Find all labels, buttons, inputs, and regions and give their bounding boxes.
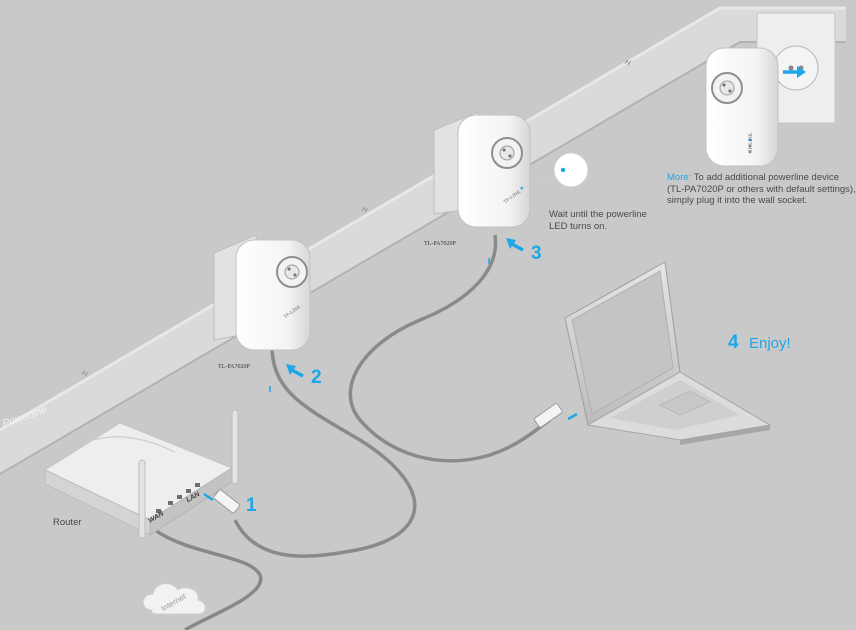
more-line2: (TL-PA7020P or others with default setti… (667, 183, 856, 195)
cloud-icon (142, 583, 206, 615)
adapter-3-brand-logo: TP-LINK (749, 132, 755, 153)
laptop-device (564, 261, 772, 445)
step-3-number: 3 (531, 243, 542, 264)
router-device (43, 409, 239, 539)
more-line1: To add additional powerline device (693, 172, 840, 183)
laptop-cable-plug (533, 403, 563, 428)
bolt-icon (81, 370, 89, 377)
step-1-number: 1 (246, 495, 257, 516)
cable-router-to-adapter1 (233, 339, 417, 558)
adapter-3-with-socket (705, 12, 836, 167)
cable-adapter2-to-laptop (348, 234, 551, 463)
adapter-1 (213, 234, 311, 351)
step-4-number: 4 (728, 332, 739, 353)
step-4-enjoy-text: Enjoy! (749, 335, 791, 352)
step-3-note-line1: Wait until the powerline (549, 209, 647, 220)
adapter-2-model-label: TL-PA7020P (424, 241, 456, 247)
bolt-icon (361, 206, 369, 213)
router-label: Router (53, 517, 82, 528)
more-note: More: To add additional powerline device… (667, 172, 856, 207)
adapter-1-model-label: TL-PA7020P (218, 364, 250, 370)
step-3-note-line2: LED turns on. (549, 220, 608, 232)
step-3-note: Wait until the powerline LED turns on. (549, 209, 647, 232)
bolt-icon (624, 59, 632, 66)
arrow-icon (203, 66, 806, 502)
more-line3: simply plug it into the wall socket. (667, 195, 808, 206)
step-2-number: 2 (311, 367, 322, 388)
more-label: More: (667, 172, 692, 183)
router-cable-plug (213, 489, 241, 514)
internet-cable (153, 528, 263, 630)
adapter-2 (433, 111, 589, 228)
